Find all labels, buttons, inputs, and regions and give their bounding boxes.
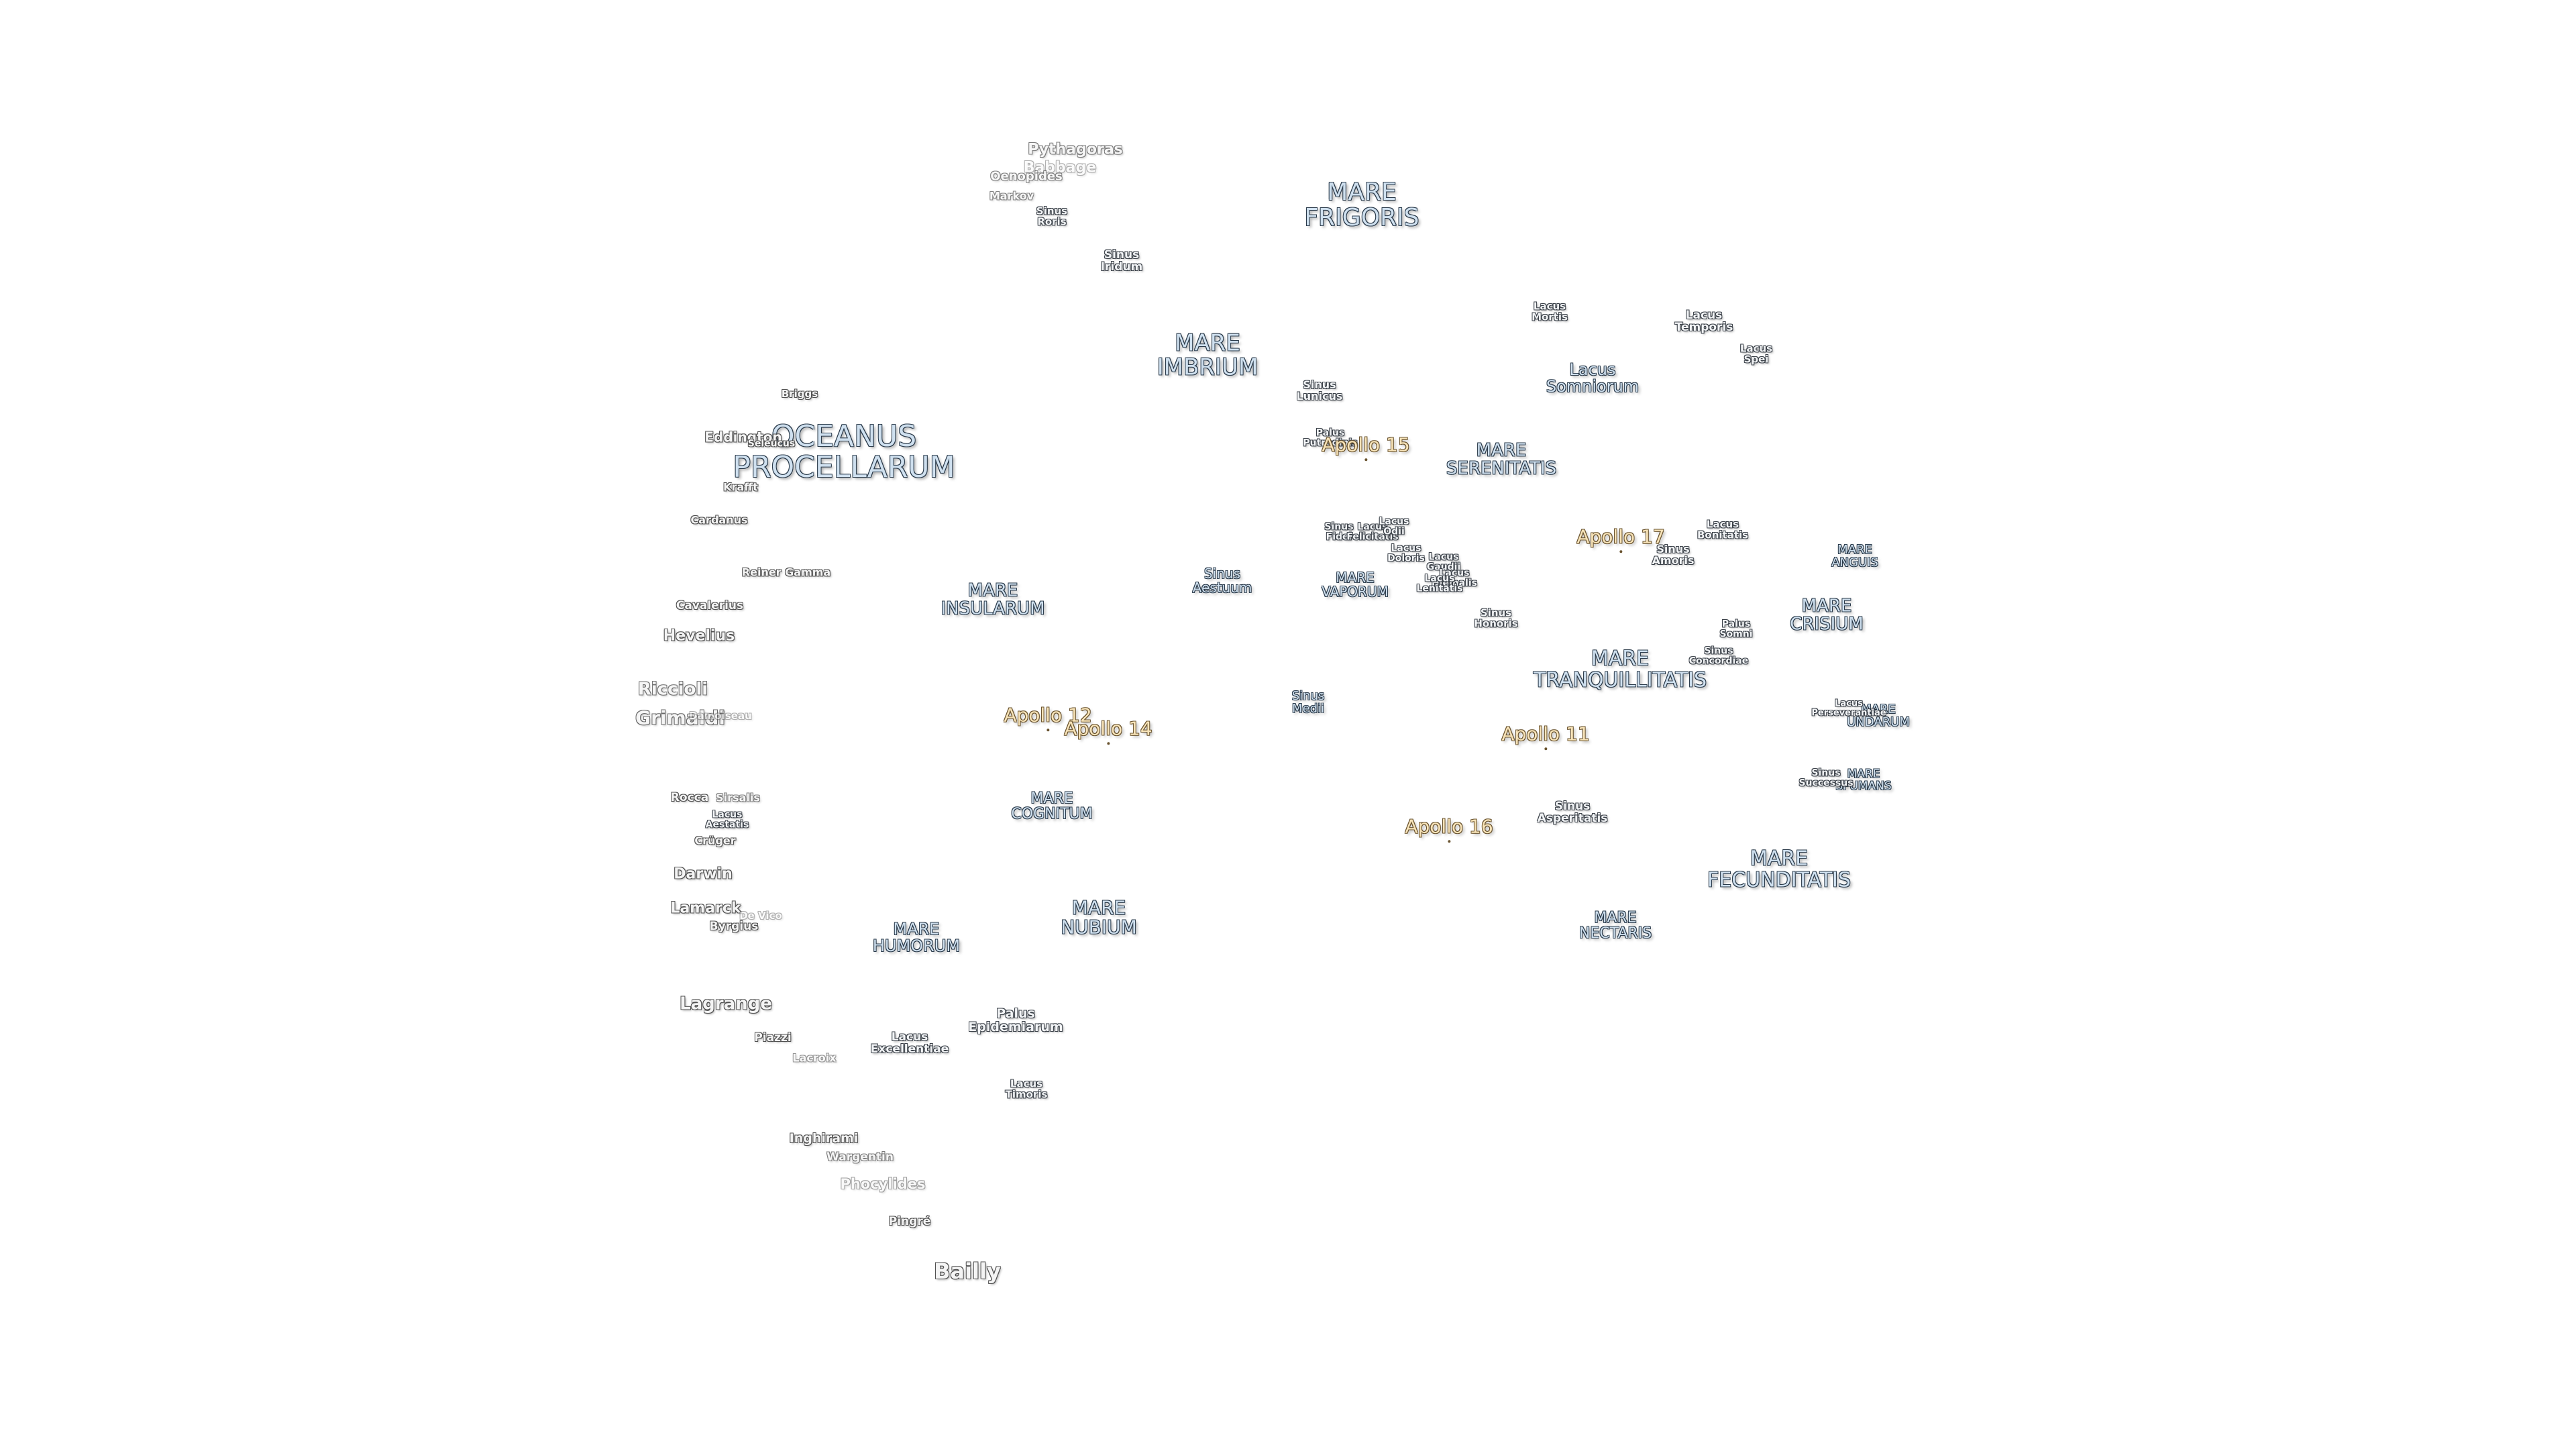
lacus-lenitatis-label[interactable]: Lacus Lenitatis bbox=[1416, 573, 1463, 594]
mare-anguis-label[interactable]: MARE ANGUIS bbox=[1831, 543, 1878, 570]
mare-spumans-label[interactable]: MARE SPUMANS bbox=[1835, 767, 1892, 793]
mare-humorum-label[interactable]: MARE HUMORUM bbox=[872, 919, 961, 955]
apollo-16-label[interactable]: Apollo 16 bbox=[1405, 815, 1493, 844]
lacus-aestatis-label[interactable]: Lacus Aestatis bbox=[705, 809, 749, 830]
sinus-medii-label[interactable]: Sinus Medii bbox=[1291, 689, 1325, 716]
sinus-aestuum-label[interactable]: Sinus Aestuum bbox=[1192, 566, 1252, 596]
crater-darwin-label[interactable]: Darwin bbox=[674, 865, 733, 883]
crater-hevelius-label[interactable]: Hevelius bbox=[663, 627, 735, 645]
lacus-doloris-label[interactable]: Lacus Doloris bbox=[1387, 543, 1425, 564]
crater-inghirami-label[interactable]: Inghirami bbox=[789, 1131, 859, 1146]
sinus-iridum-label[interactable]: Sinus Iridum bbox=[1100, 248, 1143, 274]
lacus-felicitatis-label[interactable]: Lacus Felicitatis bbox=[1346, 521, 1399, 542]
sinus-honoris-label[interactable]: Sinus Honoris bbox=[1474, 606, 1518, 629]
lacus-timoris-label[interactable]: Lacus Timoris bbox=[1005, 1077, 1048, 1100]
lacus-excellentiae-label[interactable]: Lacus Excellentiae bbox=[870, 1030, 949, 1056]
apollo-17-label[interactable]: Apollo 17 bbox=[1576, 525, 1665, 554]
crater-cavalerius-label[interactable]: Cavalerius bbox=[676, 599, 744, 613]
lacus-somniorum-label[interactable]: Lacus Somniorum bbox=[1546, 360, 1640, 396]
apollo-14-label[interactable]: Apollo 14 bbox=[1064, 717, 1152, 746]
crater-cruger-label[interactable]: Crüger bbox=[694, 834, 736, 847]
crater-byrgius-label[interactable]: Byrgius bbox=[709, 920, 759, 934]
crater-de-vico-label[interactable]: De Vico bbox=[739, 910, 782, 922]
crater-briggs-label[interactable]: Briggs bbox=[781, 388, 818, 400]
crater-grimaldi-label[interactable]: Grimaldi bbox=[635, 706, 725, 729]
crater-bailly-label[interactable]: Bailly bbox=[934, 1258, 1001, 1285]
mare-insularum-label[interactable]: MARE INSULARUM bbox=[941, 580, 1045, 619]
crater-lacroix-label[interactable]: Lacroix bbox=[792, 1051, 837, 1065]
crater-reiner-gamma-label[interactable]: Reiner Gamma bbox=[741, 566, 831, 579]
crater-riccioli-label[interactable]: Riccioli bbox=[637, 679, 708, 700]
mare-imbrium-label[interactable]: MARE IMBRIUM bbox=[1157, 329, 1258, 380]
lacus-bonitatis-label[interactable]: Lacus Bonitatis bbox=[1697, 518, 1749, 541]
crater-sirsalis-label[interactable]: Sirsalis bbox=[716, 791, 760, 804]
lacus-mortis-label[interactable]: Lacus Mortis bbox=[1532, 300, 1568, 323]
sinus-lunicus-label[interactable]: Sinus Lunicus bbox=[1296, 378, 1343, 402]
crater-markov-label[interactable]: Markov bbox=[989, 189, 1034, 203]
crater-eddington-label[interactable]: Eddington bbox=[704, 429, 782, 445]
mare-crisium-label[interactable]: MARE CRISIUM bbox=[1790, 596, 1864, 635]
mare-fecunditatis-label[interactable]: MARE FECUNDITATIS bbox=[1707, 847, 1851, 892]
mare-undarum-label[interactable]: MARE UNDARUM bbox=[1847, 702, 1910, 729]
mare-tranquillitatis-label[interactable]: MARE TRANQUILLITATIS bbox=[1533, 647, 1707, 692]
crater-lamarck-label[interactable]: Lamarck bbox=[670, 900, 741, 917]
mare-nubium-label[interactable]: MARE NUBIUM bbox=[1061, 896, 1137, 938]
lacus-gaudii-label[interactable]: Lacus Gaudii bbox=[1426, 551, 1461, 572]
lacus-perseverantiae-label[interactable]: Lacus Perseverantiae bbox=[1811, 698, 1886, 718]
sinus-amoris-label[interactable]: Sinus Amoris bbox=[1652, 543, 1695, 567]
crater-damoiseau-label[interactable]: Damoiseau bbox=[689, 710, 752, 722]
crater-oenopides-label[interactable]: Oenopides bbox=[990, 169, 1063, 184]
palus-somni-label[interactable]: Palus Somni bbox=[1719, 619, 1753, 639]
crater-babbage-label[interactable]: Babbage bbox=[1023, 159, 1097, 176]
sinus-successus-label[interactable]: Sinus Successus bbox=[1799, 767, 1854, 788]
lacus-odii-label[interactable]: Lacus Odii bbox=[1379, 516, 1409, 537]
apollo-11-label[interactable]: Apollo 11 bbox=[1501, 722, 1590, 751]
crater-pythagoras-label[interactable]: Pythagoras bbox=[1028, 141, 1123, 158]
lacus-hiemalis-label[interactable]: Lacus Hiemalis bbox=[1432, 568, 1477, 588]
oceanus-procellarum-label[interactable]: OCEANUS PROCELLARUM bbox=[733, 419, 955, 484]
crater-piazzi-label[interactable]: Piazzi bbox=[754, 1031, 792, 1045]
mare-nectaris-label[interactable]: MARE NECTARIS bbox=[1578, 909, 1652, 942]
sinus-fidei-label[interactable]: Sinus Fidei bbox=[1324, 521, 1354, 542]
mare-frigoris-label[interactable]: MARE FRIGORIS bbox=[1304, 178, 1419, 231]
lacus-spei-label[interactable]: Lacus Spei bbox=[1739, 342, 1773, 365]
mare-cognitum-label[interactable]: MARE COGNITUM bbox=[1011, 790, 1093, 822]
palus-putredinis-label[interactable]: Palus Putredinis bbox=[1303, 427, 1358, 448]
apollo-12-label[interactable]: Apollo 12 bbox=[1004, 704, 1092, 733]
crater-cardanus-label[interactable]: Cardanus bbox=[690, 513, 748, 527]
apollo-15-label[interactable]: Apollo 15 bbox=[1322, 433, 1410, 462]
sinus-asperitatis-label[interactable]: Sinus Asperitatis bbox=[1537, 800, 1608, 825]
sinus-concordiae-label[interactable]: Sinus Concordiae bbox=[1688, 645, 1749, 666]
mare-serenitatis-label[interactable]: MARE SERENITATIS bbox=[1446, 440, 1557, 479]
crater-seleucus-label[interactable]: Seleucus bbox=[747, 438, 796, 449]
sinus-roris-label[interactable]: Sinus Roris bbox=[1036, 205, 1068, 227]
crater-krafft-label[interactable]: Krafft bbox=[723, 480, 758, 494]
palus-epidemiarum-label[interactable]: Palus Epidemiarum bbox=[968, 1006, 1063, 1034]
crater-phocylides-label[interactable]: Phocylides bbox=[840, 1175, 926, 1192]
crater-lagrange-label[interactable]: Lagrange bbox=[680, 994, 772, 1014]
crater-wargentin-label[interactable]: Wargentin bbox=[826, 1150, 894, 1165]
mare-vaporum-label[interactable]: MARE VAPORUM bbox=[1322, 570, 1389, 600]
crater-rocca-label[interactable]: Rocca bbox=[670, 791, 709, 805]
crater-pingre-label[interactable]: Pingré bbox=[888, 1215, 931, 1229]
lacus-temporis-label[interactable]: Lacus Temporis bbox=[1674, 309, 1733, 334]
